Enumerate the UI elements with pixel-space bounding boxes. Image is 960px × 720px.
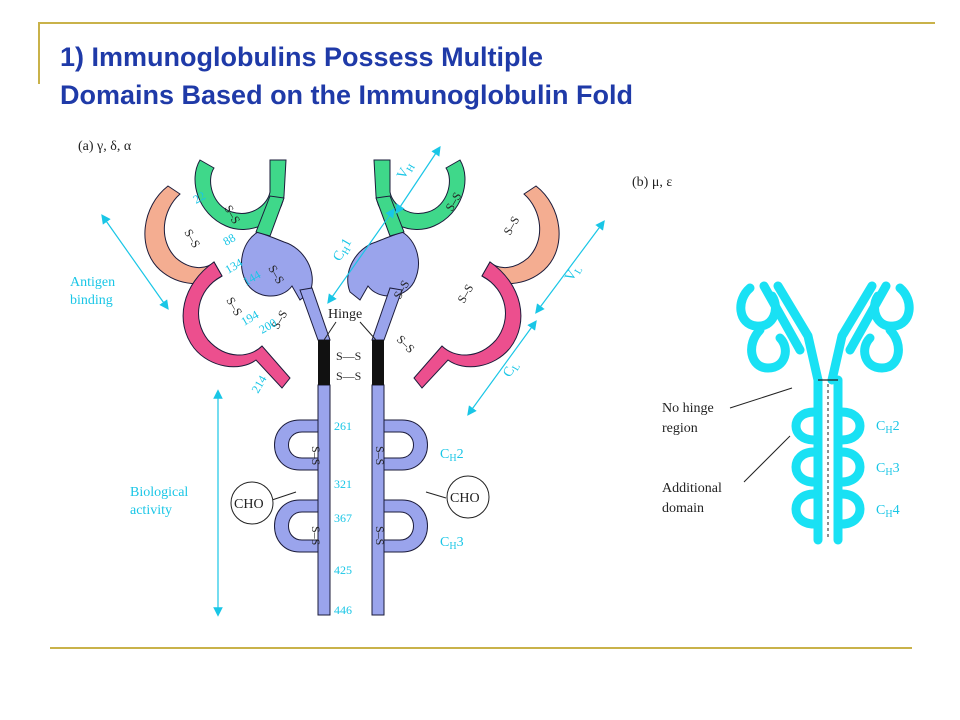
biological-activity-label-1: Biological (130, 485, 188, 500)
panel-b-left-arm-stem (773, 281, 823, 385)
ch3-label: CH3 (440, 535, 464, 552)
hinge-left-segment (318, 340, 330, 385)
cho-left-label: CHO (234, 497, 264, 512)
heavy-tail-left (317, 384, 331, 616)
hinge-pointer-right (359, 321, 377, 341)
antigen-binding-label-2: binding (70, 293, 113, 308)
vh-arrow (395, 146, 441, 214)
cho-right-label: CHO (450, 491, 480, 506)
panel-b-ch3-left (791, 447, 819, 487)
no-hinge-label-1: No hinge (662, 401, 714, 416)
svg-text:S–S: S–S (373, 446, 387, 465)
residue-425: 425 (334, 563, 352, 577)
vl-label: VL (562, 262, 585, 285)
ch2-left-domain (274, 419, 319, 471)
panel-b-ch4-label: CH4 (876, 503, 900, 520)
panel-b-ch4-left (791, 489, 819, 529)
cho-left-circle (230, 481, 274, 525)
cl-left-domain (182, 261, 291, 389)
hinge-right-segment (372, 340, 384, 385)
residue-214: 214 (248, 373, 269, 396)
ch2-label: CH2 (440, 447, 464, 464)
side-rule (38, 22, 40, 84)
svg-text:S–S: S–S (309, 526, 323, 545)
heavy-stem-left (299, 287, 331, 341)
title-line-2: Domains Based on the Immunoglobulin Fold (60, 80, 633, 110)
panel-b: (b) μ, ε No hinge (632, 175, 914, 545)
hinge-pointer-left (323, 321, 337, 341)
additional-domain-pointer (743, 435, 791, 483)
no-hinge-label-2: region (662, 421, 698, 436)
ch1-arrow (327, 208, 395, 304)
panel-b-right-arm-stem (827, 281, 877, 385)
residue-88: 88 (221, 230, 238, 248)
panel-a-label: (a) γ, δ, α (78, 139, 132, 154)
top-rule (38, 22, 935, 24)
cho-left-link (271, 491, 297, 501)
panel-b-ch2-label: CH2 (876, 419, 900, 436)
additional-domain-label-2: domain (662, 501, 704, 516)
panel-b-label: (b) μ, ε (632, 175, 672, 190)
panel-b-ch4-right (837, 489, 865, 529)
slide-title: 1) Immunoglobulins Possess Multiple Doma… (60, 38, 920, 114)
residue-446: 446 (334, 603, 352, 617)
svg-text:S–S: S–S (309, 446, 323, 465)
ch1-left-domain (241, 231, 313, 301)
heavy-tail-right (371, 384, 385, 616)
residue-261: 261 (334, 419, 352, 433)
panel-b-left-arm-outer (759, 281, 805, 355)
vh-left-arm (255, 195, 285, 237)
additional-domain-label-1: Additional (662, 481, 722, 496)
inter-heavy-ss-2: S—S (336, 369, 361, 383)
cho-right-circle (446, 475, 490, 519)
biological-activity-label-2: activity (130, 503, 172, 518)
cl-label: CL (500, 359, 522, 381)
residue-367: 367 (334, 511, 352, 525)
panel-b-ch2-right (837, 407, 865, 445)
svg-text:S–S: S–S (500, 214, 522, 238)
inter-heavy-ss-1: S—S (336, 349, 361, 363)
svg-text:S–S: S–S (394, 332, 418, 356)
residue-321: 321 (334, 477, 352, 491)
panel-b-right-arm-2 (860, 325, 903, 373)
panel-b-ch2-left (791, 407, 819, 445)
svg-text:S–S: S–S (373, 526, 387, 545)
svg-text:S–S: S–S (181, 227, 203, 251)
ch3-right-domain (383, 499, 428, 553)
panel-b-ch3-right (837, 447, 865, 487)
vh-label: VH (394, 159, 417, 183)
svg-text:S–S: S–S (454, 282, 476, 306)
cho-right-link (425, 491, 447, 499)
ch3-left-domain (274, 499, 319, 553)
antigen-binding-label-1: Antigen (70, 275, 115, 290)
antigen-binding-arrow (101, 214, 169, 310)
bottom-rule (50, 647, 912, 649)
panel-b-left-arm-2 (747, 325, 790, 373)
heavy-chain-right (347, 231, 428, 616)
hinge-label: Hinge (328, 307, 362, 322)
ch2-right-domain (383, 419, 428, 471)
vl-arrow (535, 220, 605, 314)
cl-arrow (467, 320, 537, 416)
title-line-1: 1) Immunoglobulins Possess Multiple (60, 42, 544, 72)
panel-a: S–S S–S S–S S–S S–S S–S S–S S–S S–S S–S … (70, 139, 605, 617)
no-hinge-pointer (729, 387, 793, 409)
heavy-chain-left (241, 231, 331, 616)
panel-b-molecule (736, 281, 914, 545)
panel-b-ch3-label: CH3 (876, 461, 900, 478)
panel-b-right-arm-outer (845, 281, 891, 355)
